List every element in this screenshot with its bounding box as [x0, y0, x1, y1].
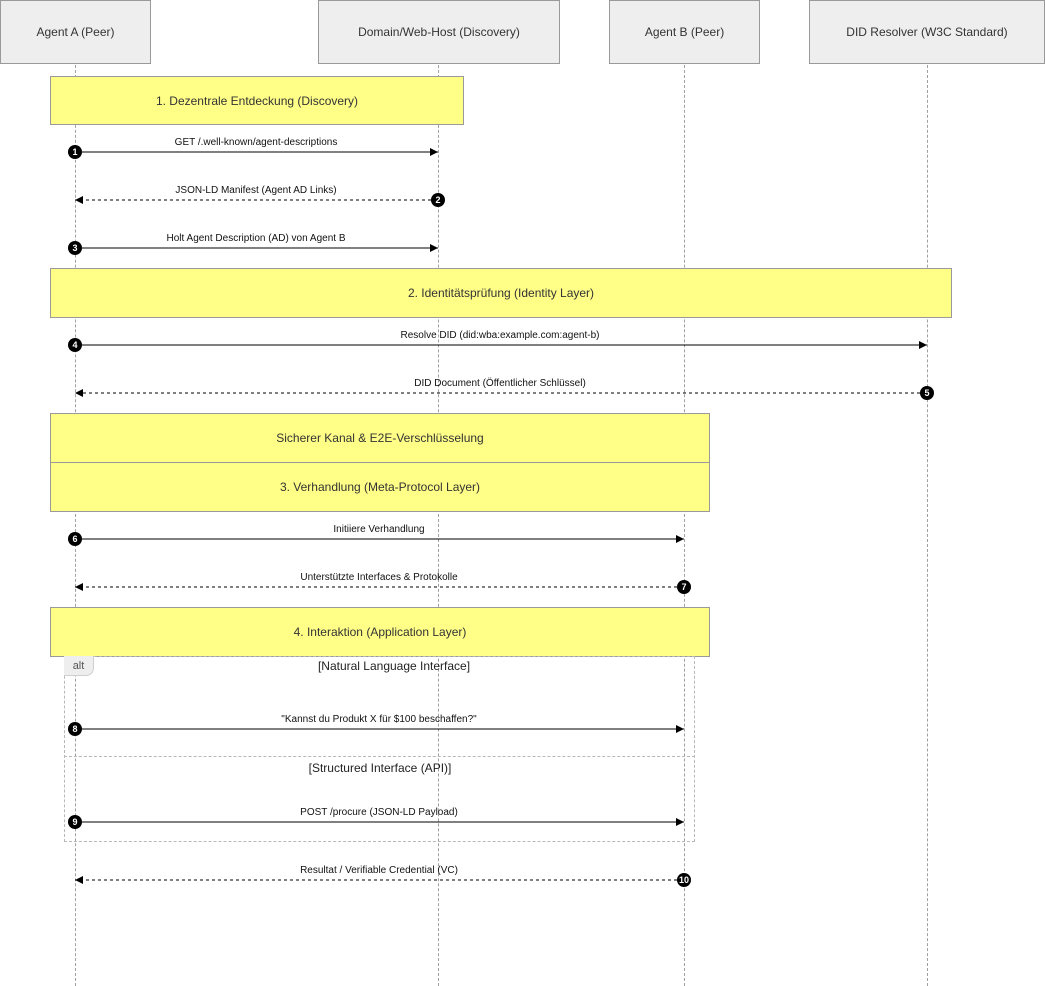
lifeline-agent-b	[684, 65, 685, 986]
alt-divider	[64, 756, 695, 757]
message-label-7: Unterstützte Interfaces & Protokolle	[300, 572, 458, 583]
message-label-5: DID Document (Öffentlicher Schlüssel)	[414, 378, 586, 389]
step-badge-7: 7	[677, 580, 691, 594]
step-badge-6: 6	[68, 532, 82, 546]
note-identity: 2. Identitätsprüfung (Identity Layer)	[50, 268, 952, 318]
message-label-6: Initiiere Verhandlung	[333, 524, 425, 535]
step-badge-3: 3	[68, 241, 82, 255]
message-label-2: JSON-LD Manifest (Agent AD Links)	[175, 185, 337, 196]
message-label-10: Resultat / Verifiable Credential (VC)	[300, 865, 458, 876]
message-label-1: GET /.well-known/agent-descriptions	[174, 137, 338, 148]
step-badge-8: 8	[68, 722, 82, 736]
alt-guard-structured: [Structured Interface (API)]	[308, 761, 452, 775]
note-negotiation: 3. Verhandlung (Meta-Protocol Layer)	[50, 462, 710, 512]
lifeline-resolver	[927, 65, 928, 986]
step-badge-5: 5	[920, 386, 934, 400]
step-badge-4: 4	[68, 338, 82, 352]
note-interaction: 4. Interaktion (Application Layer)	[50, 607, 710, 657]
participant-agent-a: Agent A (Peer)	[0, 0, 151, 64]
alt-tag: alt	[64, 656, 94, 676]
message-label-3: Holt Agent Description (AD) von Agent B	[166, 233, 346, 244]
participant-resolver: DID Resolver (W3C Standard)	[809, 0, 1045, 64]
participant-host: Domain/Web-Host (Discovery)	[318, 0, 560, 64]
alt-fragment	[64, 656, 695, 842]
message-label-8: "Kannst du Produkt X für $100 beschaffen…	[281, 714, 477, 725]
message-label-4: Resolve DID (did:wba:example.com:agent-b…	[400, 330, 600, 341]
alt-guard-natural-language: [Natural Language Interface]	[317, 659, 471, 673]
lifeline-agent-a	[75, 65, 76, 986]
message-label-9: POST /procure (JSON-LD Payload)	[300, 807, 458, 818]
step-badge-2: 2	[431, 193, 445, 207]
step-badge-9: 9	[68, 815, 82, 829]
lifeline-host	[438, 65, 439, 986]
step-badge-10: 10	[677, 873, 691, 887]
note-discovery: 1. Dezentrale Entdeckung (Discovery)	[50, 76, 464, 125]
step-badge-1: 1	[68, 145, 82, 159]
participant-agent-b: Agent B (Peer)	[609, 0, 760, 64]
